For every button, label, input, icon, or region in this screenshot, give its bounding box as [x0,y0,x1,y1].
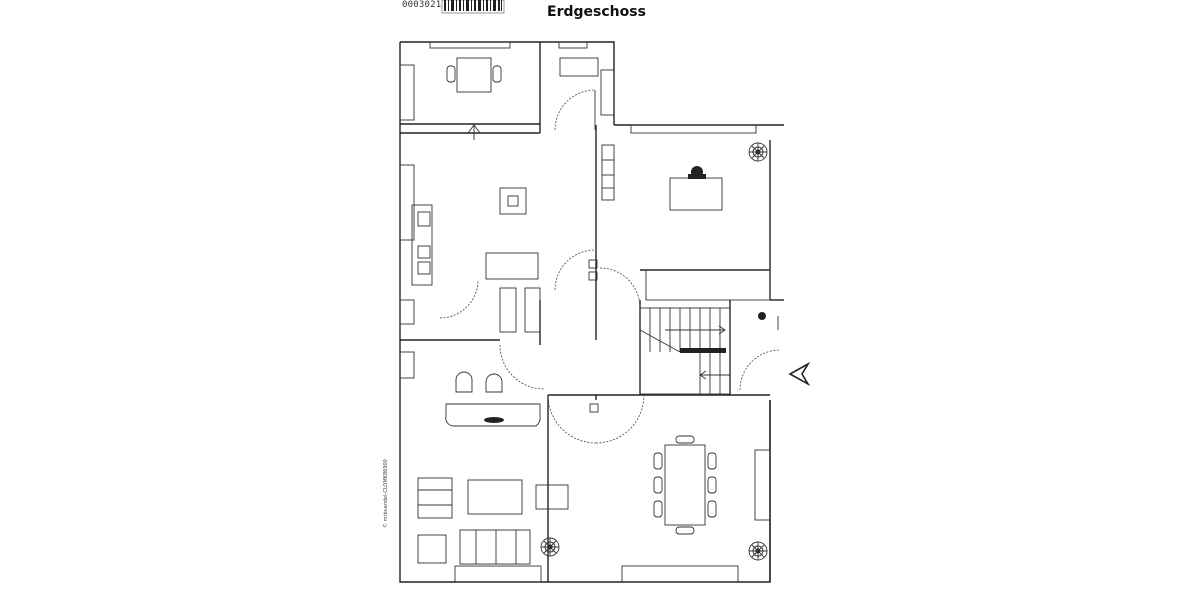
window-icon [399,41,771,583]
barcode-number: 000302159 [402,0,453,10]
stair-arrow-icon [665,325,730,380]
plant-icon [540,142,768,561]
outer-walls [399,41,784,583]
small-dining-table [446,57,599,93]
entrance-arrow-icon [758,312,811,387]
door-icon [439,89,781,444]
dining-table [653,435,717,535]
bathroom [445,371,541,427]
office-desk [669,166,723,211]
hallway-fixtures [588,259,599,413]
staircase [639,307,731,395]
plan-title: Erdgeschoss [547,4,646,20]
kitchen [411,124,615,333]
living-room [417,477,569,565]
barcode-icon [441,0,505,14]
